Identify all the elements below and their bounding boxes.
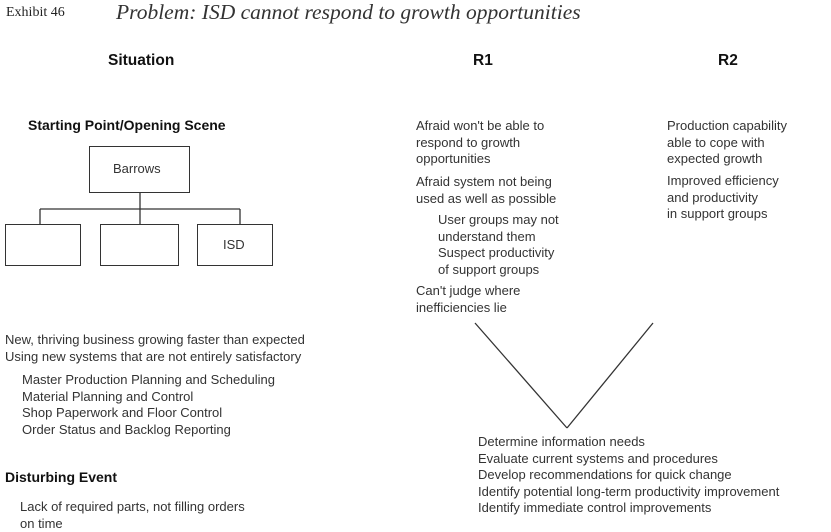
r1-sub-line: of support groups [438,262,559,279]
r1-line: opportunities [416,151,544,168]
disturbing-event-line: on time [20,516,245,532]
r2-line: Production capability [667,118,787,135]
r1-item-1: Afraid won't be able to respond to growt… [416,118,544,168]
description-line: Using new systems that are not entirely … [5,349,305,366]
r2-line: Improved efficiency [667,173,779,190]
org-box-middle [100,224,179,266]
r1-line: respond to growth [416,135,544,152]
system-item: Order Status and Backlog Reporting [22,422,275,439]
resolution-item: Evaluate current systems and procedures [478,451,779,468]
r1-line: inefficiencies lie [416,300,520,317]
org-box-isd-label: ISD [223,237,245,252]
r1-line: used as well as possible [416,191,556,208]
org-box-barrows-label: Barrows [113,161,161,176]
r1-item-3: Can't judge where inefficiencies lie [416,283,520,316]
resolution-item: Identify immediate control improvements [478,500,779,517]
org-box-left [5,224,81,266]
org-box-isd: ISD [197,224,273,266]
disturbing-event-line: Lack of required parts, not filling orde… [20,499,245,516]
system-item: Material Planning and Control [22,389,275,406]
r2-item-2: Improved efficiency and productivity in … [667,173,779,223]
r1-line: Can't judge where [416,283,520,300]
situation-description: New, thriving business growing faster th… [5,332,305,365]
description-line: New, thriving business growing faster th… [5,332,305,349]
r1-sub-line: understand them [438,229,559,246]
v-line-left [475,323,567,428]
systems-list: Master Production Planning and Schedulin… [22,372,275,438]
r2-line: and productivity [667,190,779,207]
r1-item-2: Afraid system not being used as well as … [416,174,556,207]
resolution-list: Determine information needs Evaluate cur… [478,434,779,517]
system-item: Master Production Planning and Schedulin… [22,372,275,389]
resolution-item: Develop recommendations for quick change [478,467,779,484]
v-line-right [567,323,653,428]
r1-sub-line: Suspect productivity [438,245,559,262]
org-box-barrows: Barrows [89,146,190,193]
r1-item-2-sub: User groups may not understand them Susp… [438,212,559,278]
resolution-item: Determine information needs [478,434,779,451]
resolution-item: Identify potential long-term productivit… [478,484,779,501]
r2-item-1: Production capability able to cope with … [667,118,787,168]
r1-line: Afraid system not being [416,174,556,191]
r2-line: expected growth [667,151,787,168]
disturbing-event-heading: Disturbing Event [5,469,117,485]
r2-line: in support groups [667,206,779,223]
r2-line: able to cope with [667,135,787,152]
r1-line: Afraid won't be able to [416,118,544,135]
system-item: Shop Paperwork and Floor Control [22,405,275,422]
r1-sub-line: User groups may not [438,212,559,229]
disturbing-event-text: Lack of required parts, not filling orde… [20,499,245,532]
